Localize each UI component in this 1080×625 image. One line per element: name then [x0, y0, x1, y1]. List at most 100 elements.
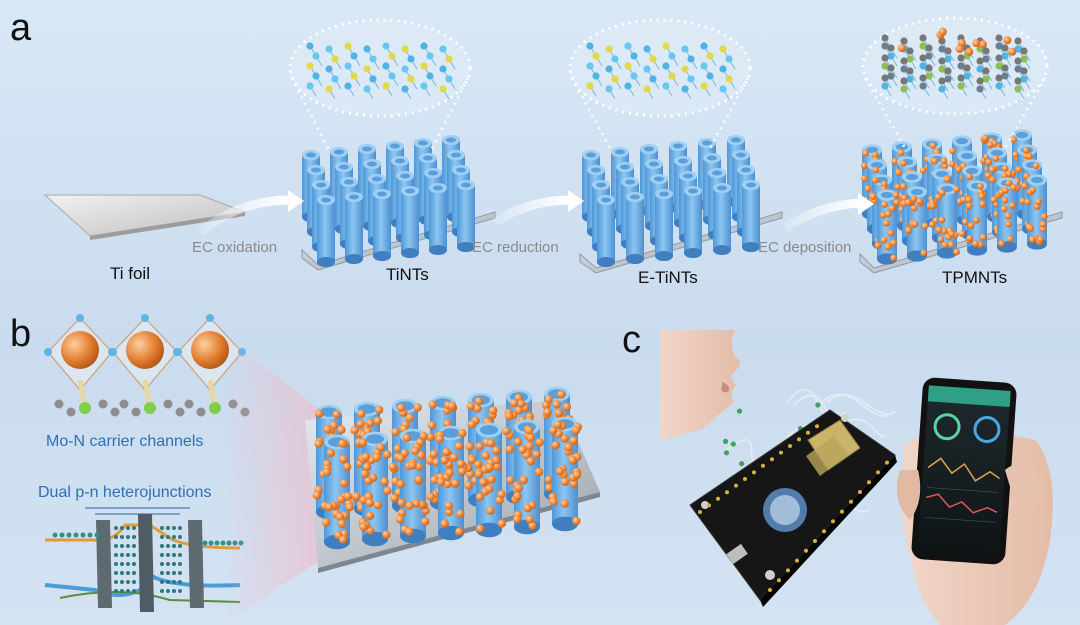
deposited-particle: [513, 437, 523, 447]
deposited-particle: [553, 420, 563, 429]
nanotube: [457, 179, 475, 253]
deposited-particle: [352, 492, 361, 501]
deposited-particle: [525, 442, 534, 451]
deposited-particle: [373, 416, 383, 425]
sensor-circuit-board: [689, 409, 897, 607]
deposited-particle: [426, 432, 435, 442]
atom: [1001, 64, 1009, 72]
atom: [982, 75, 990, 83]
deposited-particle: [358, 438, 368, 447]
deposited-particle: [880, 180, 888, 188]
atom: [649, 75, 657, 83]
atom: [331, 55, 339, 63]
atom: [906, 75, 914, 83]
header-pin: [822, 529, 826, 534]
deposited-particle: [497, 519, 506, 528]
deposited-particle: [938, 189, 946, 197]
deposited-particle: [376, 443, 385, 452]
deposited-particle: [359, 522, 368, 532]
header-pin: [698, 510, 702, 514]
deposited-particle: [535, 438, 544, 447]
mo-atom: [126, 331, 164, 369]
panel-letter-c: c: [622, 319, 641, 361]
atom: [976, 65, 984, 73]
deposited-particle: [517, 399, 526, 409]
c-atom: [175, 407, 185, 417]
deposited-particle: [474, 460, 483, 469]
atom: [972, 39, 981, 48]
atom: [401, 45, 409, 53]
atom: [592, 52, 600, 60]
deposited-particle: [419, 431, 428, 441]
atom: [938, 37, 946, 45]
header-pin: [876, 470, 880, 475]
breath-swirl: [819, 393, 889, 417]
atom: [919, 34, 927, 42]
panel-c: c: [622, 319, 1053, 625]
deposited-particle: [513, 515, 522, 524]
deposited-particle: [455, 527, 464, 536]
atom: [925, 52, 933, 60]
header-pin: [849, 499, 853, 504]
deposited-particle: [513, 491, 522, 501]
deposited-particle: [396, 479, 405, 489]
deposited-particle: [466, 470, 475, 479]
deposited-particle: [350, 426, 359, 435]
atom: [887, 44, 895, 52]
deposited-particle: [979, 200, 987, 208]
deposited-particle: [372, 453, 381, 462]
atom: [363, 65, 371, 73]
deposited-particle: [893, 198, 901, 206]
atom: [426, 72, 434, 80]
atom: [925, 72, 933, 80]
atom: [1003, 36, 1012, 45]
atom: [363, 85, 371, 93]
atom: [995, 42, 1003, 50]
deposited-particle: [884, 210, 892, 218]
deposited-particle: [940, 157, 948, 165]
deposited-particle: [525, 515, 535, 524]
n-atom: [79, 402, 91, 414]
deposited-particle: [554, 408, 564, 418]
deposited-particle: [532, 450, 541, 459]
deposited-particle: [467, 455, 477, 465]
deposited-particle: [943, 175, 951, 183]
nanotube: [713, 182, 731, 256]
atom: [1020, 47, 1028, 55]
stage-label-tints: TiNTs: [386, 265, 429, 284]
deposited-particle: [402, 433, 412, 443]
atom: [312, 72, 320, 80]
c-atom: [110, 407, 120, 417]
atom: [938, 27, 947, 36]
deposited-particle: [894, 183, 902, 191]
deposited-particle: [1001, 165, 1009, 172]
deposited-particle: [405, 527, 414, 536]
deposited-particle: [1039, 220, 1047, 228]
deposited-particle: [888, 204, 896, 212]
deposited-particle: [518, 445, 527, 455]
deposited-particle: [374, 405, 384, 414]
deposited-particle: [560, 434, 569, 443]
atom: [700, 42, 708, 50]
deposited-particle: [890, 239, 898, 247]
c-atom: [54, 399, 64, 409]
nanotube: [874, 189, 901, 265]
atom: [957, 62, 965, 70]
deposited-particle: [940, 227, 948, 235]
deposited-particle: [920, 249, 928, 257]
header-pin: [786, 568, 790, 573]
nanotube: [357, 431, 392, 547]
deposited-particle: [947, 241, 955, 249]
deposited-particle: [396, 454, 406, 463]
atom: [881, 42, 889, 50]
deposited-particle: [337, 519, 347, 528]
nanotube: [995, 177, 1020, 253]
atom: [976, 85, 984, 93]
deposited-particle: [361, 452, 371, 462]
atom: [420, 42, 428, 50]
deposited-particle: [1025, 152, 1033, 160]
deposited-particle: [557, 390, 566, 399]
deposited-particle: [427, 420, 437, 430]
deposited-particle: [485, 463, 494, 472]
